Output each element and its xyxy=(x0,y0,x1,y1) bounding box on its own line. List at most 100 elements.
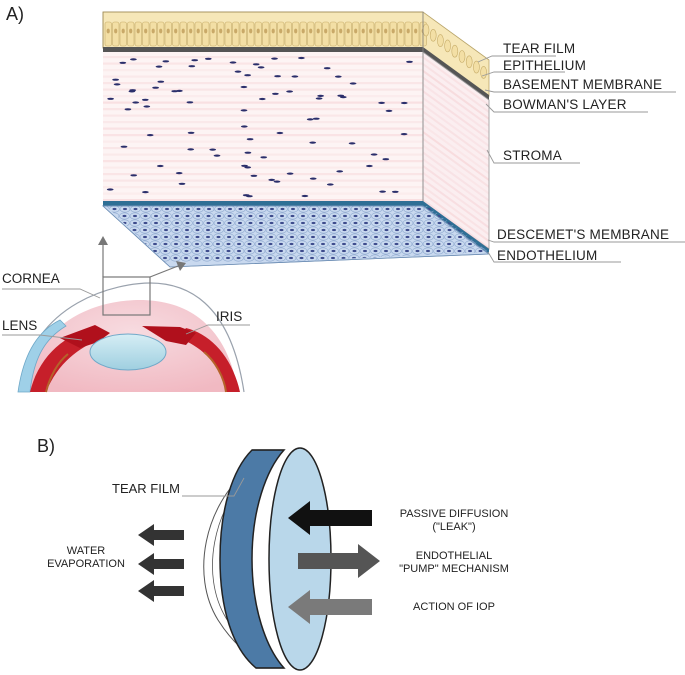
keratocyte-nucleus xyxy=(385,109,393,112)
epithelial-cell xyxy=(172,21,180,47)
endothelial-nucleus xyxy=(194,256,199,260)
endothelial-cell xyxy=(318,212,330,220)
endothelial-nucleus xyxy=(228,207,232,211)
endothelial-cell xyxy=(171,212,183,220)
stroma-lamella-side xyxy=(423,158,489,209)
keratocyte-nucleus xyxy=(268,178,276,181)
endothelial-nucleus xyxy=(196,221,200,225)
label-passive-diffusion-line1: PASSIVE DIFFUSION xyxy=(399,508,509,520)
endothelial-cell xyxy=(328,226,340,234)
epithelial-cell xyxy=(254,21,262,47)
endothelial-cell xyxy=(338,247,350,255)
endothelial-nucleus xyxy=(143,235,147,239)
endothelial-cell xyxy=(360,212,372,220)
endothelial-cell xyxy=(213,233,224,241)
endothelial-nucleus xyxy=(406,214,410,218)
stroma-lamella xyxy=(103,173,423,176)
endothelial-nucleus xyxy=(427,221,431,225)
tear-film-leader xyxy=(182,477,245,497)
endothelial-cell xyxy=(182,219,193,227)
endothelial-cell xyxy=(485,247,489,255)
epithelial-nucleus xyxy=(346,28,350,34)
eye-cross-section xyxy=(17,282,245,393)
endothelial-nucleus xyxy=(384,235,389,239)
endothelial-nucleus xyxy=(394,242,399,246)
endothelial-nucleus xyxy=(143,214,148,218)
zoom-indicator xyxy=(98,236,186,316)
endothelial-cell xyxy=(328,233,340,241)
epithelial-nucleus xyxy=(324,28,328,34)
endothelial-nucleus xyxy=(447,228,452,232)
epithelial-cell xyxy=(314,21,322,47)
endothelial-nucleus xyxy=(174,235,179,239)
endothelial-nucleus xyxy=(405,242,409,246)
endothelial-nucleus xyxy=(237,249,241,253)
stroma-lamella xyxy=(103,140,423,143)
endothelial-cell xyxy=(350,219,361,227)
endothelial-cell xyxy=(454,240,465,248)
endothelial-nucleus xyxy=(458,235,462,239)
endothelial-cell xyxy=(329,219,340,227)
stroma-lamella xyxy=(103,56,423,59)
endothelial-nucleus xyxy=(352,242,357,246)
endothelial-nucleus xyxy=(248,221,253,225)
endothelial-cell xyxy=(244,240,255,248)
endothelial-cell xyxy=(349,226,361,234)
label-tear-film-b: TEAR FILM xyxy=(112,481,180,496)
epithelial-nucleus xyxy=(196,28,200,34)
epithelial-cell-side xyxy=(458,50,466,63)
epithelial-nucleus xyxy=(264,28,268,34)
epithelial-cell-side xyxy=(451,44,459,58)
endothelial-cell xyxy=(139,247,150,255)
endothelial-cell xyxy=(275,240,287,248)
stroma-lamella xyxy=(103,88,423,91)
endothelial-cell xyxy=(108,219,120,227)
endothelial-nucleus xyxy=(236,256,241,260)
keratocyte-nucleus xyxy=(146,134,154,137)
epithelial-cell xyxy=(119,21,127,47)
endothelial-nucleus xyxy=(269,228,273,232)
endothelial-cell xyxy=(338,240,350,248)
endothelial-cell xyxy=(464,254,475,262)
endothelial-nucleus xyxy=(195,242,199,246)
stroma-lamella-side xyxy=(423,56,489,107)
endothelial-nucleus xyxy=(300,249,304,253)
endothelial-nucleus xyxy=(478,256,482,260)
endothelial-cell xyxy=(474,254,486,262)
endothelial-nucleus xyxy=(142,256,146,260)
keratocyte-nucleus xyxy=(379,190,386,193)
stroma-lamella-side xyxy=(423,164,489,216)
epithelial-cell xyxy=(157,21,165,47)
endothelial-nucleus xyxy=(247,249,252,253)
endothelial-nucleus xyxy=(238,207,243,211)
endothelial-nucleus xyxy=(153,228,158,232)
endothelium-face xyxy=(101,205,491,268)
endothelial-cell xyxy=(359,240,371,248)
endothelial-cell xyxy=(255,233,266,241)
stroma-lamella-side xyxy=(423,185,489,236)
endothelial-cell xyxy=(245,212,256,220)
endothelial-nucleus xyxy=(153,235,158,239)
endothelial-cell xyxy=(264,254,276,262)
endothelial-nucleus xyxy=(310,249,315,253)
endothelial-nucleus xyxy=(258,249,262,253)
endothelial-nucleus xyxy=(426,235,431,239)
stroma-lamella-side xyxy=(423,178,489,229)
endothelial-nucleus xyxy=(153,242,157,246)
epithelial-cell-side xyxy=(473,60,480,74)
endothelial-nucleus xyxy=(395,235,399,239)
endothelial-cell xyxy=(191,247,203,255)
endothelial-cell xyxy=(254,247,266,255)
endothelial-cell xyxy=(191,240,203,248)
epithelial-cell xyxy=(232,21,240,47)
endothelial-cell xyxy=(192,212,204,220)
epithelial-cell xyxy=(382,21,390,47)
endothelial-nucleus xyxy=(206,221,211,225)
endothelial-nucleus xyxy=(385,214,389,218)
endothelial-nucleus xyxy=(290,214,295,218)
endothelial-nucleus xyxy=(364,221,368,225)
endothelial-nucleus xyxy=(184,256,188,260)
keratocyte-nucleus xyxy=(156,164,164,168)
endothelial-nucleus xyxy=(446,256,451,260)
keratocyte-nucleus xyxy=(260,156,268,159)
